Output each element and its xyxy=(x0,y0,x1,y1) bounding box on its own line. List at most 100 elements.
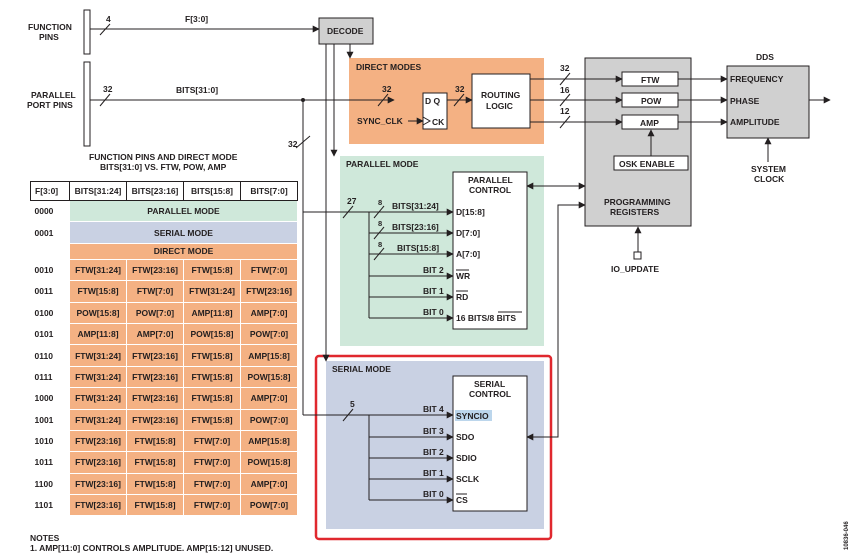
table-cell: POW[7:0] xyxy=(240,322,298,346)
table-cell: FTW[15:8] xyxy=(126,451,184,474)
serial-p2: SDO xyxy=(456,432,475,442)
table-cell: FTW[23:16] xyxy=(126,258,184,282)
table-cell: FTW[7:0] xyxy=(183,494,241,517)
table-title-2: BITS[31:0] VS. FTW, POW, AMP xyxy=(100,162,227,172)
function-pins-bus: F[3:0] xyxy=(185,14,208,24)
w-amp: 12 xyxy=(560,106,570,116)
table-cell: FTW[23:16] xyxy=(126,408,184,431)
serial-p5: CS xyxy=(456,495,468,505)
table-f-cell: 1011 xyxy=(34,457,53,468)
table-cell: AMP[11:8] xyxy=(183,301,241,324)
parallel-w3: 8 xyxy=(378,240,382,249)
parallel-pins-bar xyxy=(83,61,91,147)
function-pins-label-2: PINS xyxy=(39,32,59,42)
parallel-w1: 8 xyxy=(378,198,382,207)
table-cell: FTW[7:0] xyxy=(183,451,241,474)
table-f-cell: 1010 xyxy=(34,436,54,447)
table-cell: FTW[23:16] xyxy=(69,472,127,496)
table-cell: FTW[31:24] xyxy=(183,280,241,303)
notes: NOTES 1. AMP[11:0] CONTROLS AMPLITUDE. A… xyxy=(30,533,273,553)
table-f-cell: 0110 xyxy=(34,350,53,361)
table-cell: FTW[23:16] xyxy=(126,387,184,410)
table-f-cell: 0100 xyxy=(34,307,54,318)
table-cell: FTW[31:24] xyxy=(69,365,127,389)
function-pins-label-1: FUNCTION xyxy=(28,22,72,32)
table-cell: AMP[7:0] xyxy=(240,472,298,496)
serial-b5: BIT 0 xyxy=(423,489,444,499)
parallel-b3: BITS[15:8] xyxy=(397,243,439,253)
dq-label: D Q xyxy=(425,96,441,106)
parallel-ctrl-2: CONTROL xyxy=(469,185,511,195)
table-title-1: FUNCTION PINS AND DIRECT MODE xyxy=(89,152,238,162)
table-cell: FTW[31:24] xyxy=(69,258,127,282)
notes-title: NOTES xyxy=(30,533,60,543)
amp-label: AMP xyxy=(640,118,659,128)
parallel-b5: BIT 1 xyxy=(423,286,444,296)
direct-out-width: 32 xyxy=(455,84,465,94)
table-cell: FTW[15:8] xyxy=(183,387,241,410)
table-cell: FTW[23:16] xyxy=(69,429,127,453)
table-row: 1011 FTW[23:16]FTW[15:8]FTW[7:0]POW[15:8] xyxy=(31,451,298,474)
parallel-p2: D[7:0] xyxy=(456,228,480,238)
parallel-b4: BIT 2 xyxy=(423,265,444,275)
table-mode-row: DIRECT MODE xyxy=(31,242,298,260)
table-cell: POW[15:8] xyxy=(183,322,241,346)
table-cell: FTW[15:8] xyxy=(126,494,184,517)
table-cell: AMP[15:8] xyxy=(240,344,298,367)
programming-label-2: REGISTERS xyxy=(610,207,659,217)
decode-label: DECODE xyxy=(327,26,364,36)
parallel-b2: BITS[23:16] xyxy=(392,222,439,232)
serial-b3: BIT 2 xyxy=(423,447,444,457)
table-cell: FTW[15:8] xyxy=(183,408,241,431)
parallel-pins-label-2: PORT PINS xyxy=(27,100,73,110)
serial-mode-highlight xyxy=(314,354,553,541)
table-cell: FTW[15:8] xyxy=(126,429,184,453)
parallel-pins-width: 32 xyxy=(103,84,113,94)
function-pins-bar xyxy=(83,9,91,55)
parallel-control-block xyxy=(452,171,528,330)
table-header: BITS[7:0] xyxy=(240,181,298,201)
table-cell: FTW[7:0] xyxy=(183,472,241,496)
table-cell: FTW[15:8] xyxy=(69,280,127,303)
table-f-cell: 0111 xyxy=(34,371,53,382)
notes-line-1: 1. AMP[11:0] CONTROLS AMPLITUDE. AMP[15:… xyxy=(30,543,274,553)
table-cell: FTW[15:8] xyxy=(126,472,184,496)
table-cell: FTW[7:0] xyxy=(126,280,184,303)
table-f-cell: 0101 xyxy=(34,329,54,340)
w-pow: 16 xyxy=(560,85,570,95)
parallel-w2: 8 xyxy=(378,219,382,228)
direct-in-width: 32 xyxy=(382,84,392,94)
table-cell: AMP[11:8] xyxy=(69,322,127,346)
parallel-bus-width: 27 xyxy=(347,196,357,206)
table-cell: AMP[7:0] xyxy=(240,387,298,410)
parallel-b1: BITS[31:24] xyxy=(392,201,439,211)
parallel-pins-bus: BITS[31:0] xyxy=(176,85,218,95)
table-cell: FTW[15:8] xyxy=(183,344,241,367)
w-ftw: 32 xyxy=(560,63,570,73)
function-pins-width: 4 xyxy=(106,14,111,24)
table-cell: POW[15:8] xyxy=(69,301,127,324)
system-clock-2: CLOCK xyxy=(754,174,785,184)
table-cell: POW[15:8] xyxy=(240,451,298,474)
serial-p1: SYNCIO xyxy=(456,411,489,421)
ftw-label: FTW xyxy=(641,75,660,85)
table-cell: FTW[31:24] xyxy=(69,387,127,410)
table-cell: FTW[23:16] xyxy=(69,451,127,474)
dds-phase: PHASE xyxy=(730,96,760,106)
dds-amplitude: AMPLITUDE xyxy=(730,117,780,127)
system-clock-1: SYSTEM xyxy=(751,164,786,174)
table-header: BITS[31:24] xyxy=(69,181,127,201)
parallel-mode-cell: PARALLEL MODE xyxy=(69,199,298,223)
table-header: BITS[15:8] xyxy=(183,181,241,201)
direct-modes-title: DIRECT MODES xyxy=(356,62,422,72)
sync-clk-label: SYNC_CLK xyxy=(357,116,404,126)
parallel-p6: 16 BITS/8 BITS xyxy=(456,313,516,323)
